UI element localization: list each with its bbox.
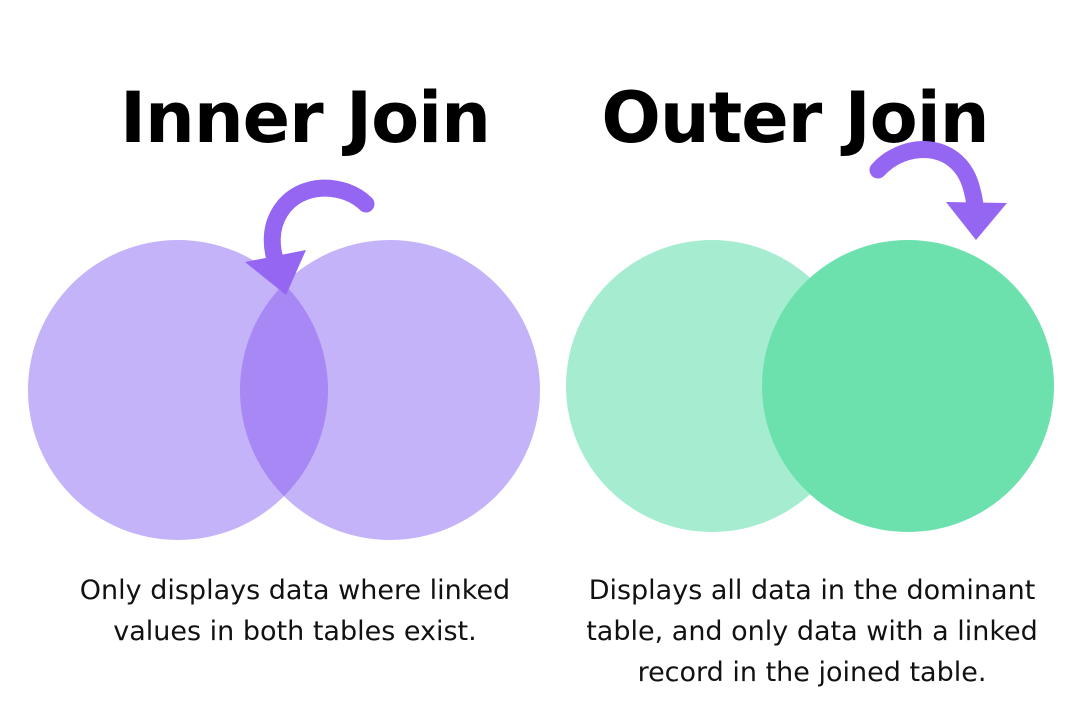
inner-left-table-circle [28,240,328,540]
outer-join-venn [566,240,1054,532]
inner-join-description: Only displays data where linked values i… [79,575,511,647]
inner-join-venn [28,240,540,540]
inner-right-table-circle [240,240,540,540]
inner-join-title: Inner Join [119,77,491,159]
outer-right-table-circle [762,240,1054,532]
curved-arrow-icon [245,179,375,295]
outer-join-description: Displays all data in the dominant table,… [586,575,1038,688]
curved-arrow-icon [869,141,1007,240]
